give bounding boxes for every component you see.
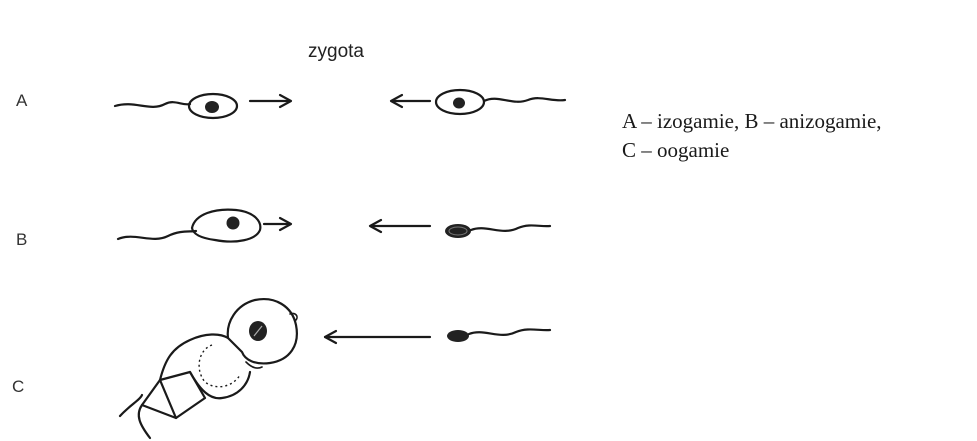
row-a-right-arrow xyxy=(391,95,430,107)
legend: A – izogamie, B – anizogamie, C – oogami… xyxy=(622,107,882,165)
row-c-filament xyxy=(120,334,250,438)
row-a-left-arrow xyxy=(250,95,291,107)
row-label-b: B xyxy=(16,230,27,249)
row-c-sperm-cell xyxy=(447,329,550,342)
row-a-right-gamete xyxy=(436,90,565,114)
row-a-left-gamete xyxy=(115,94,237,118)
diagram-title: zygota xyxy=(308,41,364,62)
row-c-egg-cell xyxy=(228,299,297,368)
row-c-arrow xyxy=(325,331,430,343)
row-label-a: A xyxy=(16,91,28,110)
row-b-right-gamete xyxy=(445,224,550,238)
legend-line-1: A – izogamie, B – anizogamie, xyxy=(622,107,882,136)
row-label-c: C xyxy=(12,377,24,396)
row-b-left-arrow xyxy=(264,218,291,230)
row-b-left-gamete xyxy=(118,210,260,242)
row-b-right-arrow xyxy=(370,220,430,232)
legend-line-2: C – oogamie xyxy=(622,136,882,165)
